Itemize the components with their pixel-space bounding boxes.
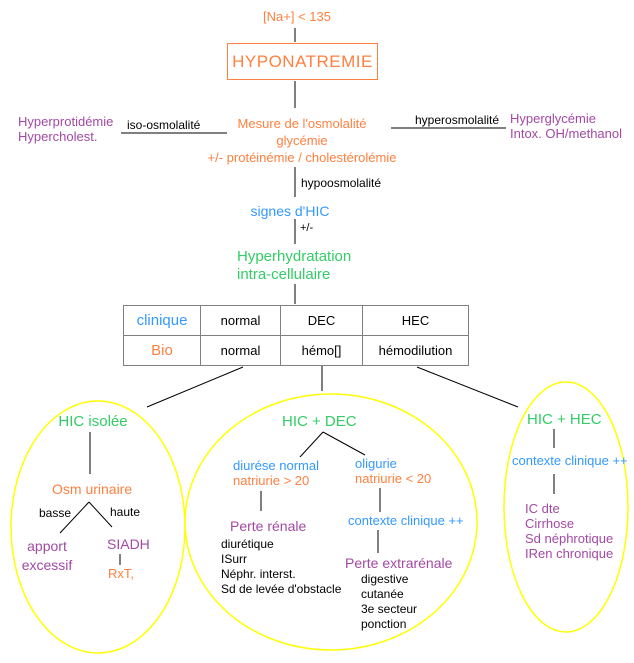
row-header-bio: Bio — [123, 335, 201, 366]
line-osm-to-haute — [88, 501, 113, 528]
extrarenal-cause: 3e secteur — [361, 602, 418, 616]
clinique-bio-table: clinique normal DEC HEC Bio normal hémo[… — [123, 305, 469, 366]
hec-causes-list: IC dte Cirrhose Sd néphrotique IRen chro… — [525, 501, 613, 561]
apport-line: apport — [27, 538, 67, 554]
hyperhydration-line: Hyperhydratation — [237, 248, 352, 265]
extrarenal-causes-list: digestive cutanée 3e secteur ponction — [361, 572, 417, 632]
hyper-osmolality-label: hyperosmolalité — [415, 113, 500, 127]
table-cell: normal — [200, 305, 281, 336]
hyperhydration-label: Hyperhydratation intra-cellulaire — [237, 248, 351, 284]
sodium-criteria-label: [Na+] < 135 — [263, 9, 331, 24]
diurese-node: diurése normal natriurie > 20 — [233, 458, 319, 488]
yellow-ellipse-left — [10, 400, 186, 654]
renal-cause: ISurr — [221, 552, 248, 566]
hypo-osmolality-label: hypoosmolalité — [301, 176, 382, 190]
contexte-clinique-middle-label: contexte clinique ++ — [348, 513, 464, 528]
oligurie-node: oligurie natriurie < 20 — [355, 456, 431, 486]
hyper-diagnoses: Hyperglycémie Intox. OH/methanol — [510, 111, 622, 141]
iso-diagnosis: Hyperprotidémie — [18, 114, 114, 129]
table-row: Bio normal hémo[] hémodilution — [123, 335, 469, 366]
hic-signs-label: signes d'HIC — [250, 203, 330, 219]
iso-diagnosis: Hypercholest. — [18, 129, 98, 144]
connector-lines — [59, 28, 555, 565]
hic-isolee-title: HIC isolée — [58, 413, 128, 430]
perte-extrarenale-label: Perte extrarénale — [345, 555, 453, 571]
line-table-to-right-ellipse — [416, 366, 519, 408]
measure-line: glycémie — [276, 133, 328, 148]
hec-cause: Cirrhose — [525, 516, 575, 531]
renal-cause: diurétique — [221, 537, 274, 551]
hyponatremia-title: HYPONATREMIE — [232, 51, 373, 71]
apport-line: excessif — [21, 557, 73, 573]
renal-causes-list: diurétique ISurr Néphr. interst. Sd de l… — [221, 537, 341, 597]
line-osm-to-basse — [59, 501, 90, 534]
contexte-clinique-right-label: contexte clinique ++ — [512, 453, 628, 468]
row-header-clinique: clinique — [123, 305, 201, 336]
table-cell: hémodilution — [362, 335, 469, 366]
perte-renale-label: Perte rénale — [230, 518, 307, 534]
yellow-ellipse-middle — [184, 393, 478, 651]
extrarenal-cause: cutanée — [361, 587, 404, 601]
rxt-label: RxT, — [108, 566, 134, 581]
yellow-ellipse-right — [503, 381, 629, 633]
hec-cause: Sd néphrotique — [525, 531, 614, 546]
measure-line: +/- protéinémie / cholestérolémie — [207, 150, 397, 165]
hyper-diagnosis: Intox. OH/methanol — [510, 126, 622, 141]
hyponatremia-title-box: HYPONATREMIE — [227, 43, 378, 80]
diurese-line: diurése normal — [233, 458, 319, 473]
hyper-diagnosis: Hyperglycémie — [510, 111, 596, 126]
table-cell: normal — [200, 335, 281, 366]
iso-osmolality-label: iso-osmolalité — [127, 118, 201, 132]
osmolality-measure-block: Mesure de l'osmolalité glycémie +/- prot… — [208, 115, 397, 166]
hic-hec-title: HIC + HEC — [527, 411, 602, 428]
line-table-to-left-ellipse — [146, 366, 244, 408]
natriurie-low-line: natriurie < 20 — [355, 471, 432, 486]
renal-cause: Néphr. interst. — [221, 567, 296, 581]
hec-cause: IC dte — [525, 501, 560, 516]
line-hicdec-to-diurese — [299, 431, 324, 458]
measure-line: Mesure de l'osmolalité — [237, 116, 367, 131]
osm-urinaire-label: Osm urinaire — [52, 481, 133, 497]
hec-cause: IRen chronique — [525, 546, 614, 561]
extrarenal-cause: digestive — [361, 572, 409, 586]
table-cell: hémo[] — [280, 335, 363, 366]
hic-dec-title: HIC + DEC — [282, 413, 357, 430]
siadh-label: SIADH — [107, 536, 150, 552]
table-cell: HEC — [362, 305, 469, 336]
hyperhydration-line: intra-cellulaire — [237, 266, 331, 283]
extrarenal-cause: ponction — [361, 617, 407, 631]
natriurie-high-line: natriurie > 20 — [233, 473, 310, 488]
basse-label: basse — [39, 506, 72, 520]
haute-label: haute — [110, 505, 141, 519]
renal-cause: Sd de levée d'obstacle — [221, 582, 342, 596]
plus-minus-label: +/- — [300, 222, 314, 234]
iso-diagnoses: Hyperprotidémie Hypercholest. — [18, 114, 113, 144]
oligurie-line: oligurie — [355, 456, 397, 471]
line-hicdec-to-oligurie — [322, 431, 366, 456]
table-row: clinique normal DEC HEC — [123, 305, 469, 336]
apport-excessif-label: apport excessif — [22, 537, 73, 575]
table-cell: DEC — [280, 305, 363, 336]
